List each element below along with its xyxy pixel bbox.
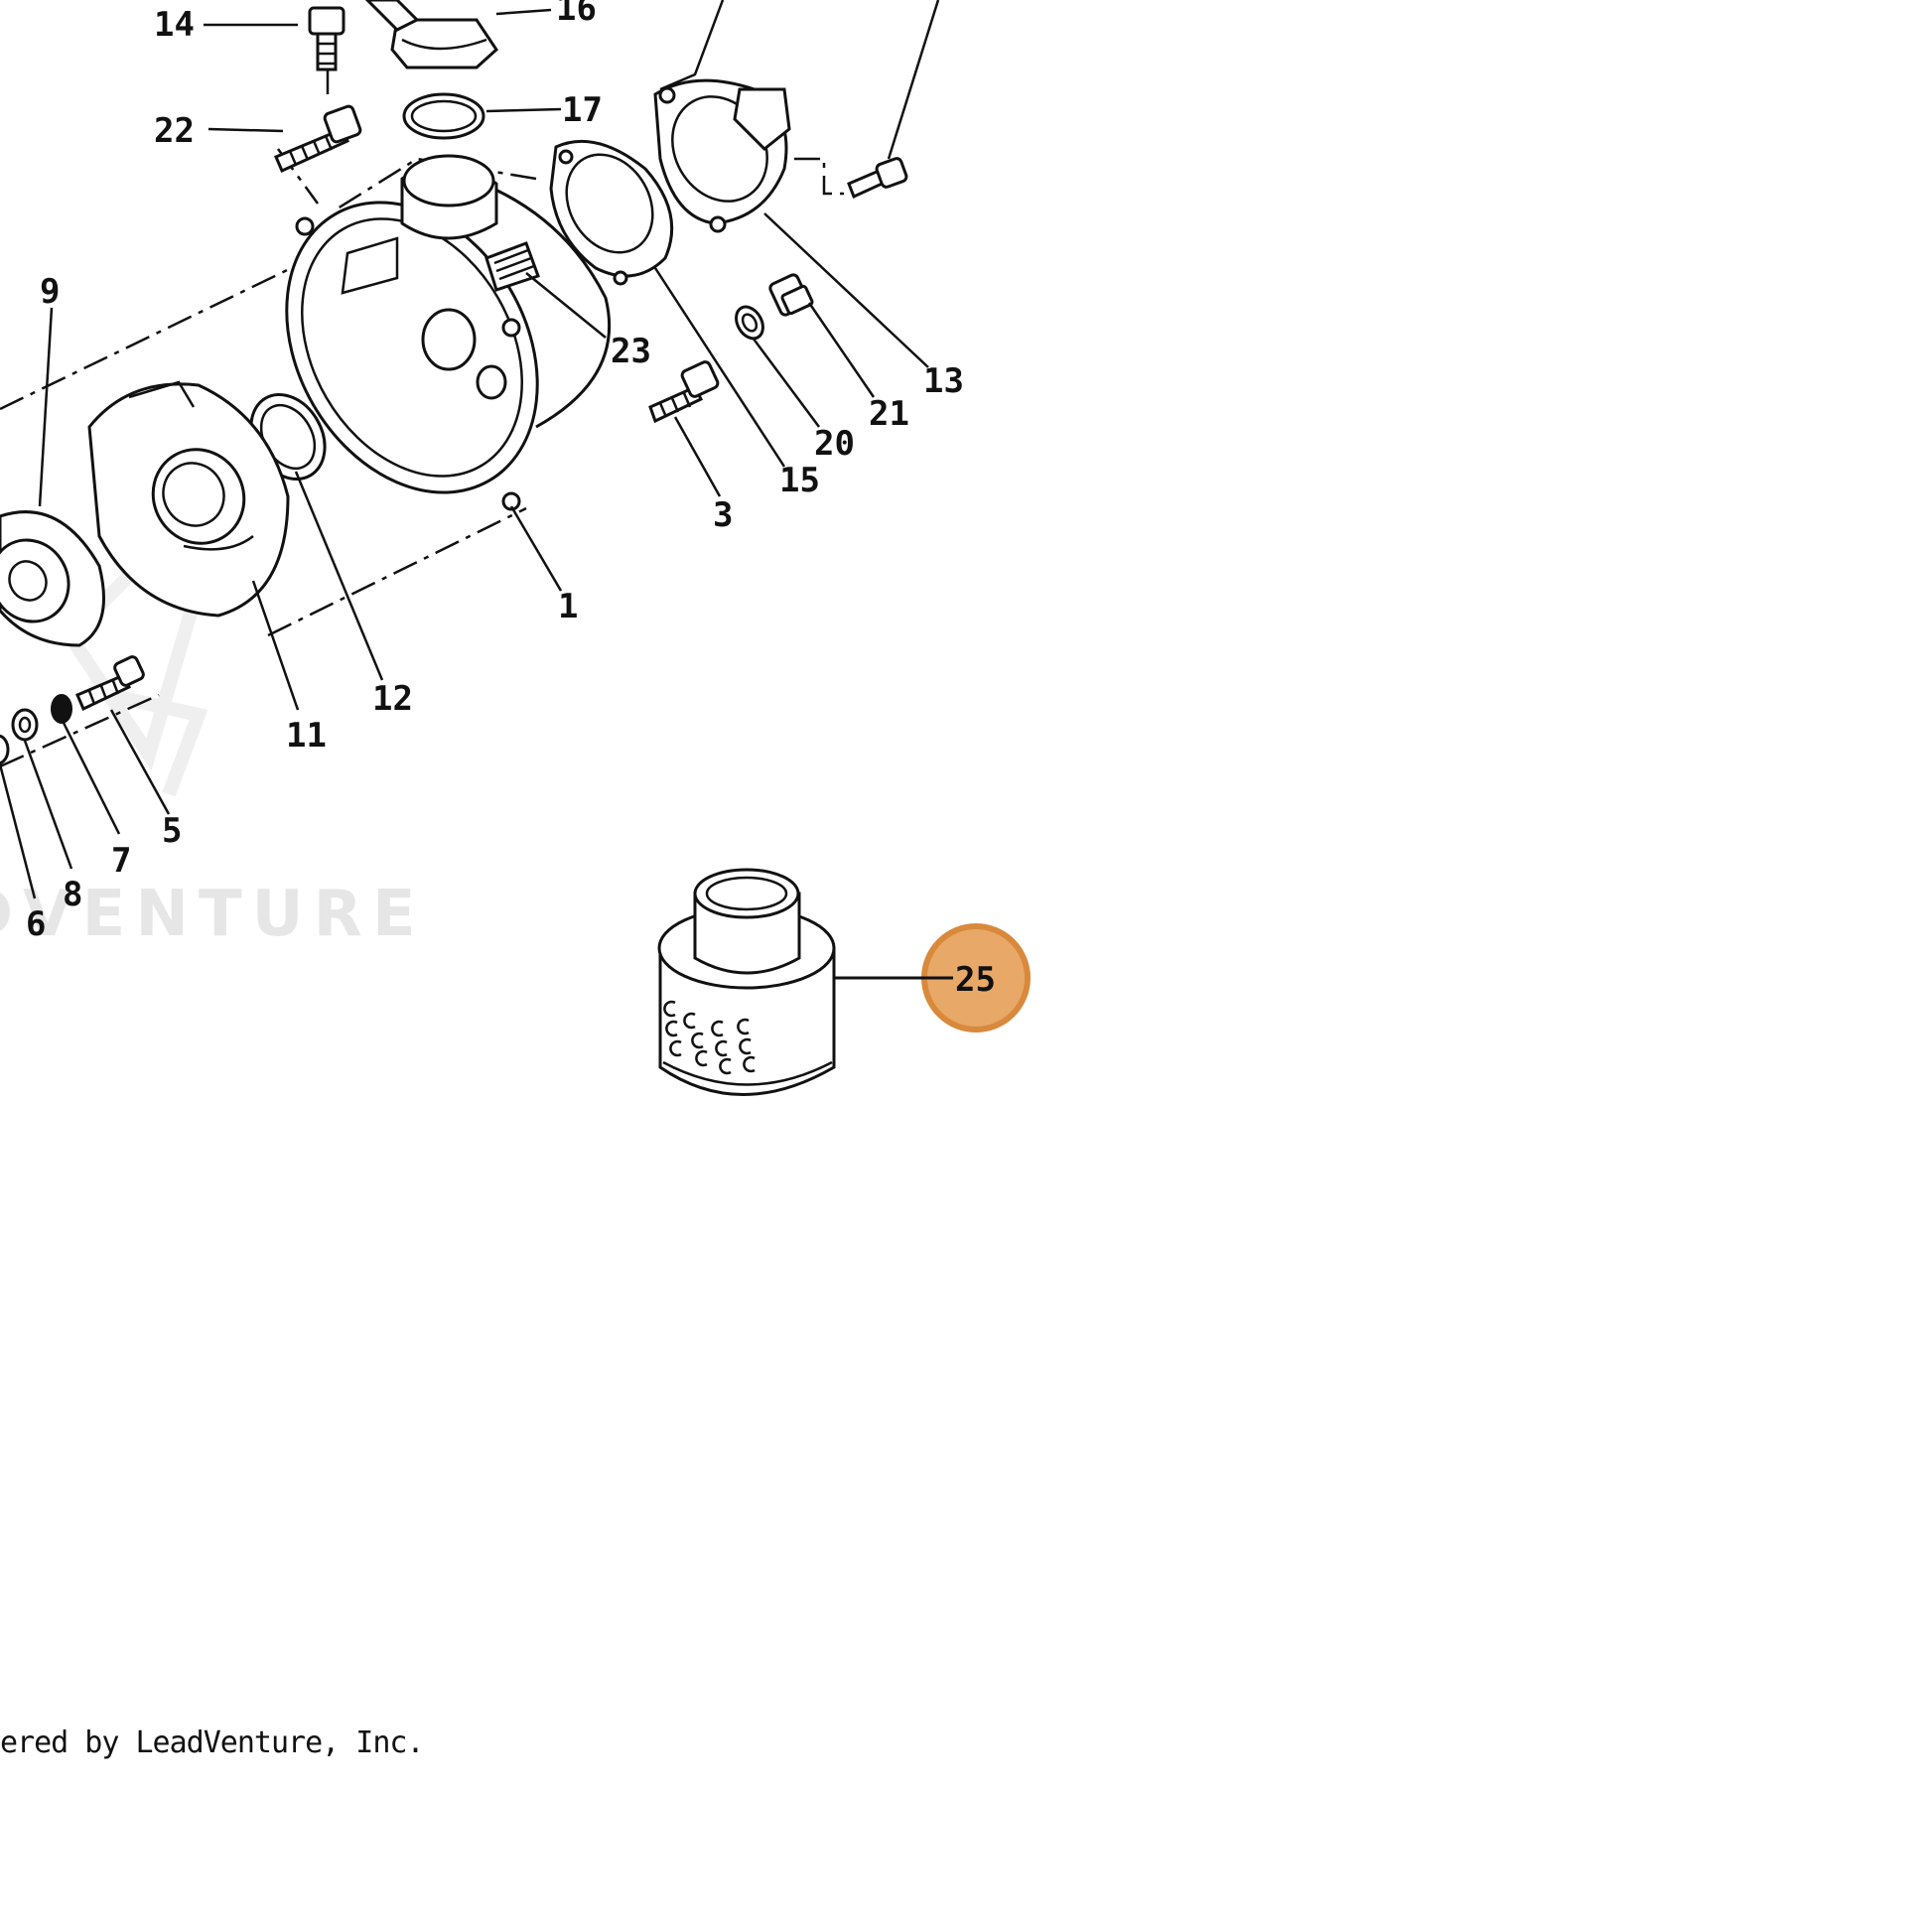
label-part-20[interactable]: 20 <box>814 424 855 464</box>
part-6-nut[interactable] <box>0 734 10 765</box>
label-part-11[interactable]: 11 <box>286 716 327 756</box>
watermark-text: DVENTURE <box>0 878 426 951</box>
label-part-5[interactable]: 5 <box>162 811 182 851</box>
part-23-label-plate[interactable] <box>484 241 540 292</box>
label-part-8[interactable]: 8 <box>63 875 82 914</box>
part-9-impeller[interactable] <box>0 510 105 647</box>
label-part-3[interactable]: 3 <box>713 495 733 535</box>
label-part-21[interactable]: 21 <box>869 394 909 434</box>
part-15-gasket[interactable] <box>549 139 674 286</box>
assembly-axis-lines <box>0 69 537 768</box>
label-part-25[interactable]: 25 <box>955 960 996 1000</box>
copyright-footer: ered by LeadVenture, Inc. <box>0 1725 425 1760</box>
part-3-bolt[interactable] <box>648 360 720 424</box>
part-20-washer[interactable] <box>731 302 768 343</box>
label-part-17[interactable]: 17 <box>562 90 603 130</box>
part-7-washer[interactable] <box>51 694 72 724</box>
label-part-6[interactable]: 6 <box>26 904 46 944</box>
part-22-bolt[interactable] <box>274 104 362 173</box>
part-1-pump-housing[interactable] <box>236 154 612 538</box>
label-part-9[interactable]: 9 <box>40 272 60 312</box>
part-16-water-outlet[interactable] <box>364 0 498 69</box>
label-part-12[interactable]: 12 <box>372 679 413 719</box>
part-13-cover[interactable] <box>653 78 844 233</box>
label-part-1[interactable]: 1 <box>558 587 578 626</box>
part-25-strainer[interactable] <box>657 868 836 1096</box>
part-14-bolt[interactable] <box>308 6 345 71</box>
label-part-22[interactable]: 22 <box>154 111 195 151</box>
part-cover-bolt[interactable] <box>847 157 908 200</box>
label-part-15[interactable]: 15 <box>779 461 820 500</box>
label-part-7[interactable]: 7 <box>111 841 131 881</box>
label-part-23[interactable]: 23 <box>611 332 651 371</box>
part-21-drain-plug[interactable] <box>768 273 814 317</box>
part-11-casing[interactable] <box>87 380 290 618</box>
leader-lines <box>0 0 953 980</box>
label-part-16[interactable]: 16 <box>556 0 597 29</box>
part-17-o-ring[interactable] <box>402 92 485 140</box>
part-number-labels: 14 16 17 22 9 23 21 13 20 15 3 1 12 11 5… <box>26 0 996 1000</box>
label-part-14[interactable]: 14 <box>154 5 195 45</box>
label-part-13[interactable]: 13 <box>923 361 964 401</box>
part-8-nut[interactable] <box>11 708 39 742</box>
part-5-bolt[interactable] <box>75 655 145 712</box>
